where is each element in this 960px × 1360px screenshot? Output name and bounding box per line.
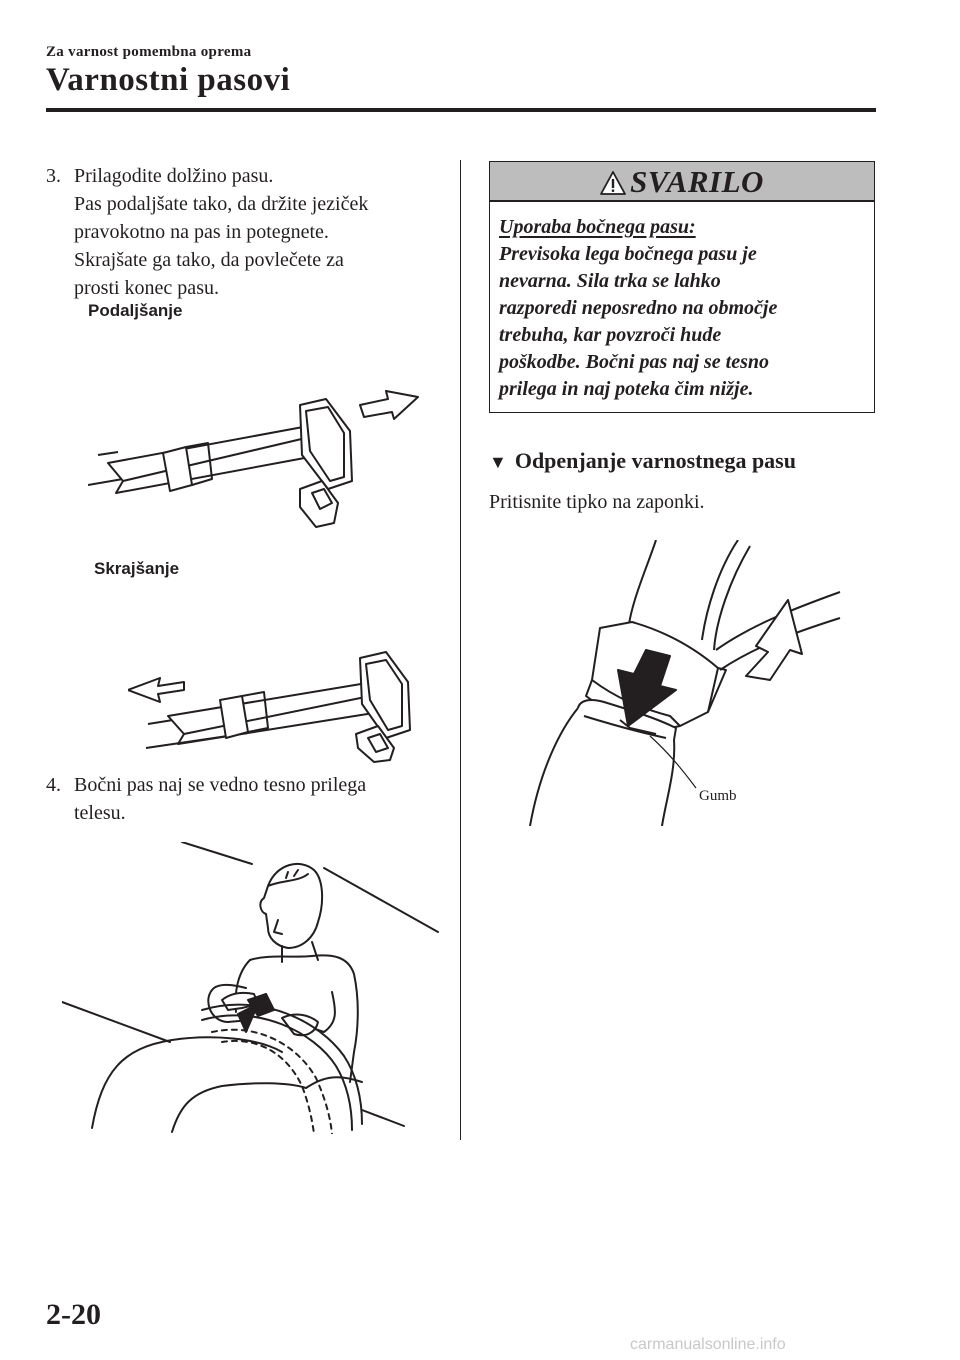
subsection-title: Odpenjanje varnostnega pasu [514,448,796,473]
watermark: carmanualsonline.info [630,1336,786,1353]
step-3-number: 3. [46,165,61,187]
warning-triangle-icon [600,171,626,195]
step-3-line: Skrajšate ga tako, da povlečete za [74,249,344,271]
warning-line: trebuha, kar povzroči hude [499,324,722,346]
triangle-marker-icon: ▼ [489,452,507,472]
release-instruction: Pritisnite tipko na zaponki. [489,491,705,513]
warning-line: Previsoka lega bočnega pasu je [499,243,757,265]
step-4: 4. Bočni pas naj se vedno tesno prilega … [46,771,446,827]
belt-shorten-illustration [128,651,411,763]
step-4-number: 4. [46,774,61,796]
warning-line: nevarna. Sila trka se lahko [499,270,721,292]
subsection-heading: ▼ Odpenjanje varnostnega pasu [489,448,796,474]
warning-title-text: SVARILO [630,164,764,199]
step-3: 3. Prilagodite dolžino pasu. Pas podaljš… [46,162,446,302]
title-rule [46,108,876,112]
step-3-line: prosti konec pasu. [74,277,219,299]
belt-lengthen-illustration [88,390,419,528]
figure-label-shorten: Skrajšanje [94,559,180,578]
warning-line: razporedi neposredno na območje [499,297,778,319]
warning-body: Uporaba bočnega pasu: Previsoka lega boč… [499,214,864,403]
section-kicker: Za varnost pomembna oprema [46,44,252,60]
step-4-line: Bočni pas naj se vedno tesno prilega [74,774,367,796]
step-3-line: Prilagodite dolžino pasu. [74,165,274,187]
warning-subtitle: Uporaba bočnega pasu: [499,216,696,238]
step-3-line: pravokotno na pas in potegnete. [74,221,329,243]
warning-box: SVARILO Uporaba bočnega pasu: Previsoka … [489,161,875,413]
warning-line: poškodbe. Bočni pas naj se tesno [499,351,770,373]
figure-label-button: Gumb [699,788,737,804]
seated-person-illustration [62,842,439,1134]
step-4-line: telesu. [74,802,126,824]
figure-label-lengthen: Podaljšanje [88,301,183,320]
page-number: 2-20 [46,1298,101,1331]
warning-line: prilega in naj poteka čim nižje. [499,378,754,400]
step-3-line: Pas podaljšate tako, da držite jeziček [74,193,369,215]
column-divider [460,160,461,1140]
warning-title: SVARILO [490,164,874,200]
buckle-release-illustration [529,540,841,826]
warning-header: SVARILO [490,162,874,202]
page-title: Varnostni pasovi [46,62,291,98]
